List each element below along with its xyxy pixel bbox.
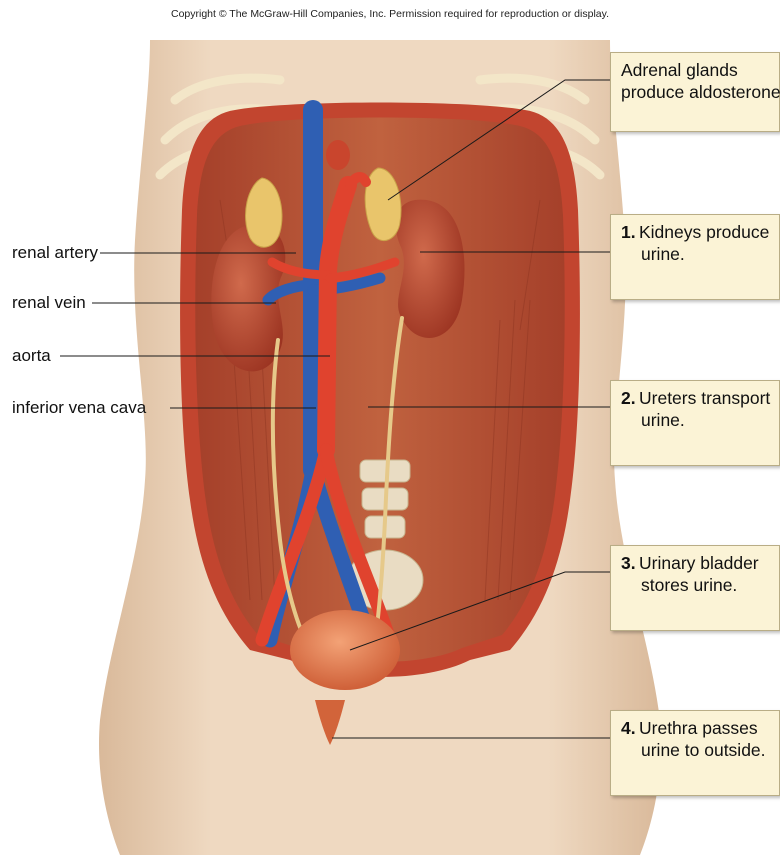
callout-urethra-line2: urine to outside.	[621, 739, 773, 761]
callout-ureters: 2.Ureters transport urine.	[610, 380, 780, 466]
callout-kidneys-number: 1.	[621, 221, 639, 243]
callout-ureters-line2: urine.	[621, 409, 773, 431]
urinary-bladder	[290, 610, 400, 690]
callout-bladder-number: 3.	[621, 552, 639, 574]
callout-adrenal-line1: Adrenal glands	[621, 59, 773, 81]
callout-urethra-line1: Urethra passes	[639, 718, 758, 738]
callout-kidneys-line2: urine.	[621, 243, 773, 265]
callout-adrenal-glands: Adrenal glands produce aldosterone.	[610, 52, 780, 132]
label-renal-artery: renal artery	[12, 243, 98, 263]
callout-kidneys: 1.Kidneys produce urine.	[610, 214, 780, 300]
right-kidney	[396, 200, 465, 338]
callout-kidneys-line1: Kidneys produce	[639, 222, 769, 242]
esophagus-cut	[326, 140, 350, 170]
callout-urethra: 4.Urethra passes urine to outside.	[610, 710, 780, 796]
callout-adrenal-line2: produce aldosterone.	[621, 81, 773, 103]
label-aorta: aorta	[12, 346, 51, 366]
callout-bladder-line1: Urinary bladder	[639, 553, 759, 573]
callout-ureters-line1: Ureters transport	[639, 388, 770, 408]
callout-ureters-number: 2.	[621, 387, 639, 409]
callout-bladder-line2: stores urine.	[621, 574, 773, 596]
label-inferior-vena-cava: inferior vena cava	[12, 398, 146, 418]
label-renal-vein: renal vein	[12, 293, 86, 313]
callout-urethra-number: 4.	[621, 717, 639, 739]
callout-urinary-bladder: 3.Urinary bladder stores urine.	[610, 545, 780, 631]
